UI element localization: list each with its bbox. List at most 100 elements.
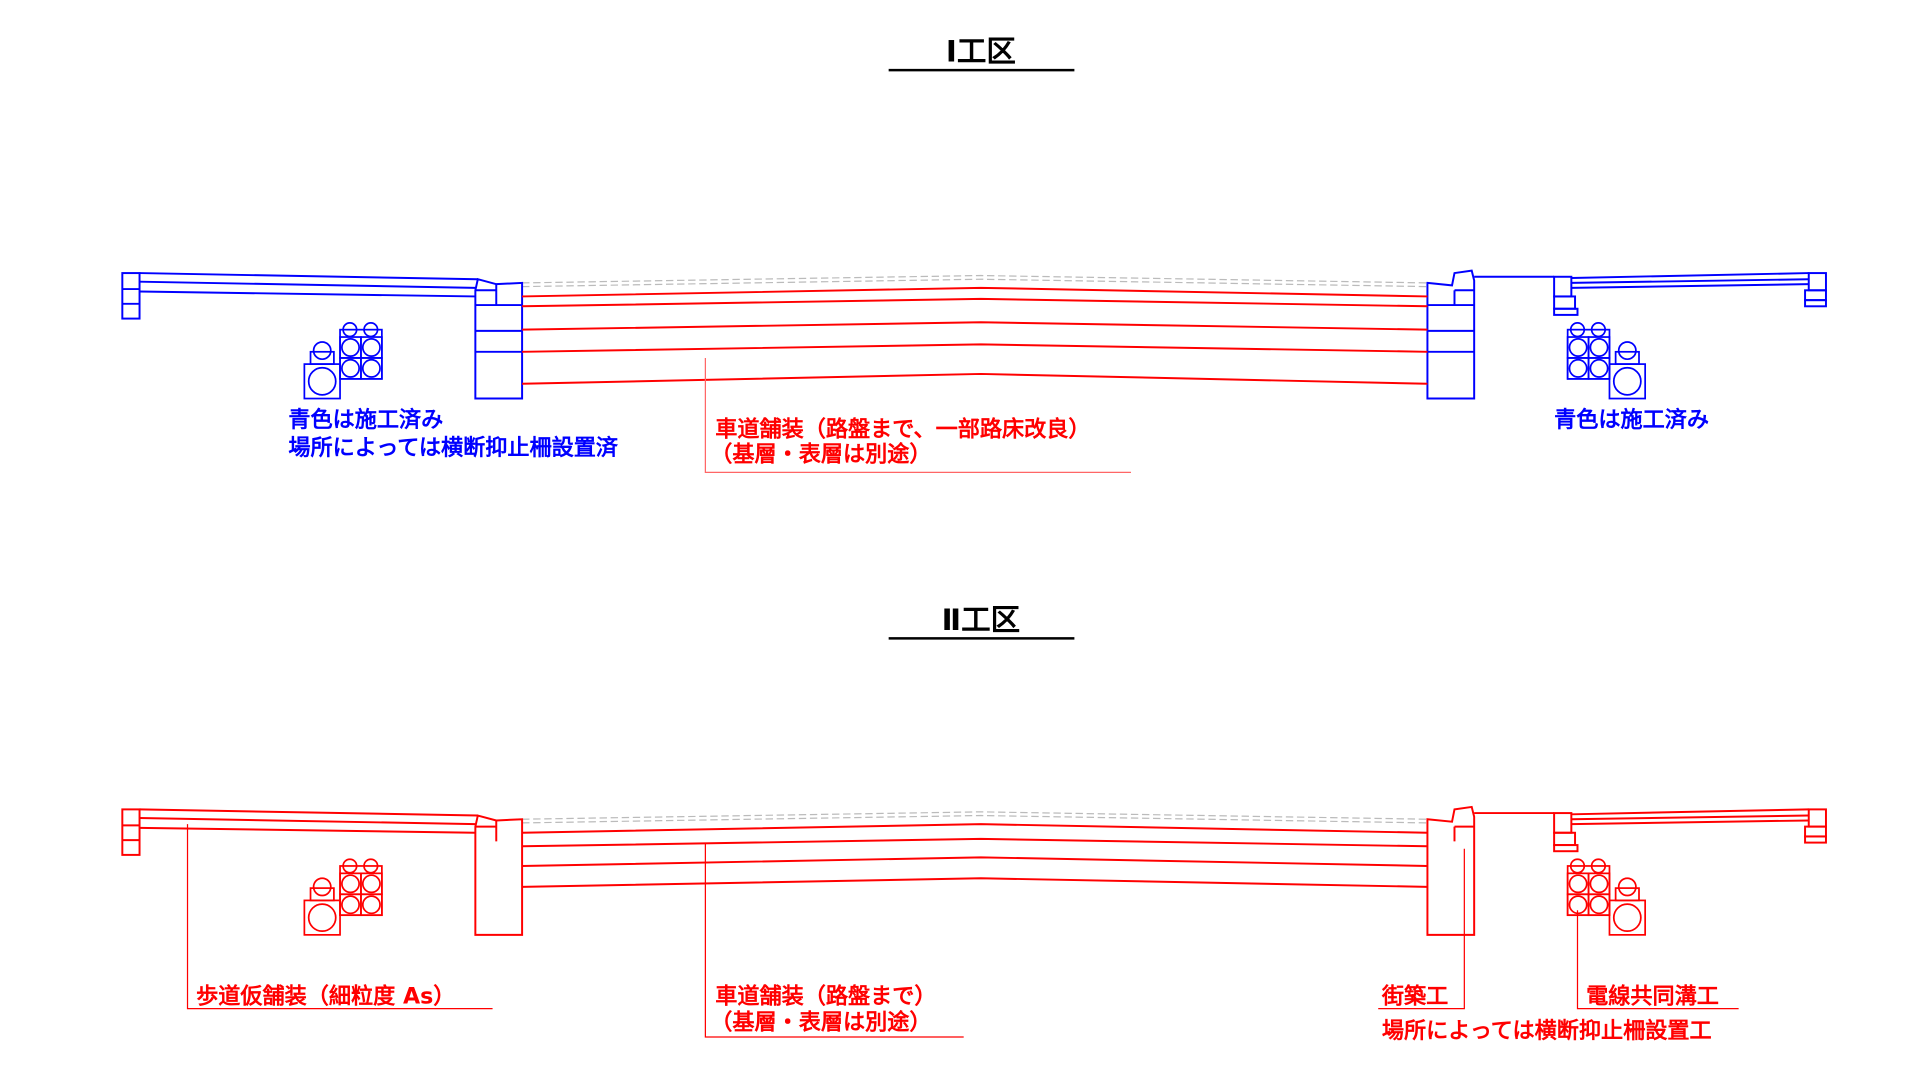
right-curb [1426,805,1476,936]
pavement-layer-line [522,297,1428,308]
duct-frame [1566,865,1611,917]
handhole-circle [307,903,337,933]
label-road-surface-separate: （基層・表層は別途） [710,441,931,467]
utility-duct-bank [1566,858,1647,936]
duct-cell [339,336,362,359]
pavement-layer-line [522,372,1428,385]
handhole-box [1608,899,1647,936]
duct-circle [1589,874,1609,894]
duct-cell [1587,893,1611,917]
duct-circle [341,358,360,378]
sidewalk-edge-block [1804,289,1827,302]
duct-cell [339,872,362,896]
duct-frame [339,328,383,380]
pavement-layer-line [522,286,1428,298]
duct-circle [341,338,360,357]
duct-circle [1568,874,1588,894]
sidewalk-curb-base [1553,307,1579,316]
leader-curb [1378,848,1465,1010]
label-done-right: 青色は施工済み [1554,407,1709,433]
utility-duct-bank [303,322,383,400]
duct-cell [1587,357,1611,380]
handhole-box [303,363,341,400]
left-curb [474,814,524,936]
label-curb-work: 街築工 [1381,984,1448,1010]
sidewalk-edge-block [1807,272,1827,292]
duct-cell [1566,872,1590,896]
sidewalk-layer [1571,819,1809,826]
existing-surface-line [522,811,1428,820]
section-1-title: Ⅰ工区 [946,35,1016,69]
sidewalk-surface [1571,808,1809,816]
utility-duct-bank [1566,322,1647,400]
sidewalk-curb-block [1553,295,1577,310]
duct-cell [360,893,383,917]
sidewalk-surface [1571,272,1809,279]
duct-cell [339,893,362,917]
left-curb [474,278,524,400]
section-1-geometry [121,269,1827,400]
existing-surface-line [522,814,1428,824]
sidewalk-curb-base [1553,844,1579,853]
duct-cell [1587,872,1611,896]
duct-cell [360,872,383,896]
handhole-box [303,899,341,936]
handhole-box [1608,363,1647,400]
duct-circle [361,338,381,357]
sidewalk-surface [139,272,478,281]
right-curb [1426,269,1476,400]
pavement-layer-line [522,823,1428,834]
duct-circle [361,874,381,894]
duct-cell [360,336,383,359]
duct-cell [1566,336,1590,359]
duct-circle [1568,358,1588,378]
section-2: Ⅱ工区 歩道仮舗装（細粒度 As） 車道舗装（路盤まで） （基層・表層は別途） … [121,603,1827,1044]
sidewalk-layer [1571,278,1809,284]
section-2-geometry [121,805,1827,936]
sidewalk-curb-block [1553,812,1573,834]
sidewalk-layer [139,817,476,826]
label-road-paving: 車道舗装（路盤まで、一部路床改良） [715,417,1090,443]
label-road-surface-separate: （基層・表層は別途） [710,1010,931,1036]
label-done-left: 青色は施工済み [288,407,443,433]
label-road-paving: 車道舗装（路盤まで） [715,984,936,1010]
duct-circle [341,874,360,894]
utility-duct-bank [303,858,383,936]
sidewalk-edge-block [121,272,141,320]
leader-road [704,842,964,1038]
handhole-circle [1617,877,1637,897]
existing-surface-line [522,274,1428,284]
leader-duct [1576,910,1739,1010]
sidewalk-edge-base [1804,299,1827,308]
label-sidewalk-paving: 歩道仮舗装（細粒度 As） [196,984,455,1010]
sidewalk-layer [139,826,476,834]
handhole-neck [309,350,335,365]
label-fence-work: 場所によっては横断抑止柵設置工 [1382,1018,1712,1044]
pavement-layer-line [522,877,1428,888]
duct-circle [341,895,360,915]
sidewalk-edge-block [1807,808,1827,828]
section-1: Ⅰ工区 青色は施工済み 場所によっては横断抑止柵設置済 車道舗装（路盤まで、一部… [121,35,1827,473]
label-fence-done: 場所によっては横断抑止柵設置済 [288,435,619,461]
sidewalk-layer [1571,814,1809,821]
leader-sidewalk [186,824,493,1010]
duct-circle [361,895,381,915]
existing-surface-line [522,278,1428,288]
handhole-neck [1614,887,1640,902]
label-utility-duct: 電線共同溝工 [1586,984,1719,1010]
duct-circle [1568,338,1588,357]
pavement-layer-line [522,837,1428,848]
section-2-title: Ⅱ工区 [942,603,1020,637]
sidewalk-edge-block [1804,825,1827,838]
sidewalk-layer [139,290,476,298]
handhole-neck [309,887,335,902]
handhole-circle [312,877,332,897]
pavement-layer-line [522,343,1428,353]
handhole-circle [312,341,332,361]
sidewalk-edge-base [1804,835,1827,844]
sidewalk-curb-block [1553,275,1573,298]
duct-circle [1589,358,1609,378]
sidewalk-surface [139,808,478,817]
duct-circle [1589,895,1609,915]
